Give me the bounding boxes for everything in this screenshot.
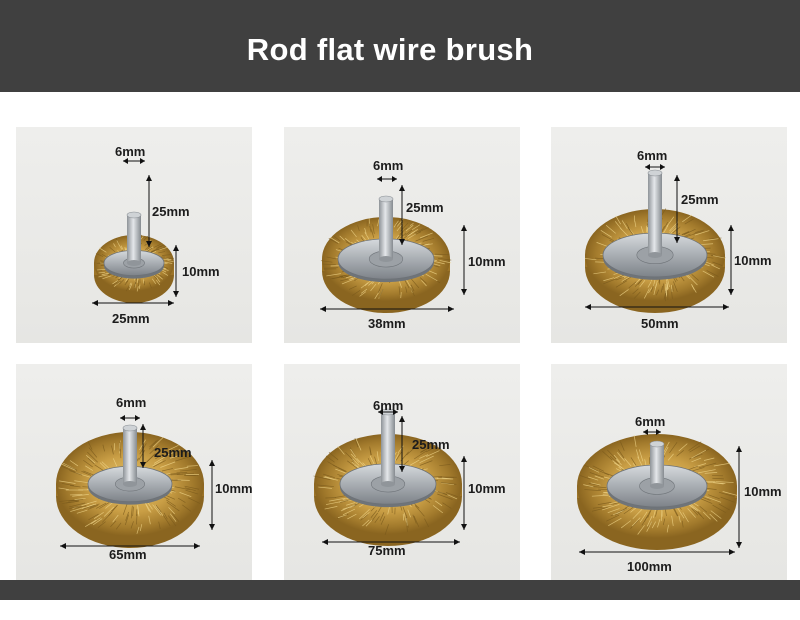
- brush-thickness-label: 10mm: [744, 484, 782, 499]
- brush-thickness-label: 10mm: [215, 481, 252, 496]
- brush-diameter-label: 65mm: [109, 547, 147, 562]
- wire-brush-image: [584, 164, 734, 313]
- page-title: Rod flat wire brush: [246, 32, 534, 67]
- product-photo-38mm: 6mm 25mm 10mm 38mm: [284, 127, 520, 343]
- brush-diameter-label: 100mm: [627, 559, 672, 574]
- shank-diameter-label: 6mm: [635, 414, 666, 429]
- wire-brush-image: [577, 429, 742, 555]
- shank-diameter-label: 6mm: [373, 398, 404, 413]
- wire-brush-image: [313, 408, 467, 546]
- product-photo-75mm: 6mm 25mm 10mm 75mm: [284, 364, 520, 580]
- product-photo-100mm: 6mm 10mm 100mm: [551, 364, 787, 580]
- header-banner: Rod flat wire brush: [0, 0, 800, 92]
- shaft-length-label: 25mm: [154, 445, 192, 460]
- brush-diameter-label: 50mm: [641, 316, 679, 331]
- shaft-length-label: 25mm: [681, 192, 719, 207]
- shank-diameter-label: 6mm: [637, 148, 668, 163]
- shaft-length-label: 25mm: [152, 204, 190, 219]
- brush-diameter-label: 25mm: [112, 311, 150, 326]
- wire-brush-image: [56, 415, 215, 549]
- product-photo-25mm: 6mm 25mm 10mm 25mm: [16, 127, 252, 343]
- brush-diameter-label: 75mm: [368, 543, 406, 558]
- shaft-length-label: 25mm: [406, 200, 444, 215]
- brush-thickness-label: 10mm: [734, 253, 772, 268]
- brush-diameter-label: 38mm: [368, 316, 406, 331]
- shank-diameter-label: 6mm: [115, 144, 146, 159]
- shank-diameter-label: 6mm: [373, 158, 404, 173]
- brush-thickness-label: 10mm: [182, 264, 220, 279]
- brush-thickness-label: 10mm: [468, 254, 506, 269]
- product-photo-50mm: 6mm 25mm 10mm 50mm: [551, 127, 787, 343]
- footer-bar: [0, 580, 800, 600]
- brush-thickness-label: 10mm: [468, 481, 506, 496]
- wire-brush-image: [320, 176, 467, 313]
- shaft-length-label: 25mm: [412, 437, 450, 452]
- wire-brush-image: [92, 158, 179, 306]
- shank-diameter-label: 6mm: [116, 395, 147, 410]
- product-photo-65mm: 6mm 25mm 10mm 65mm: [16, 364, 252, 580]
